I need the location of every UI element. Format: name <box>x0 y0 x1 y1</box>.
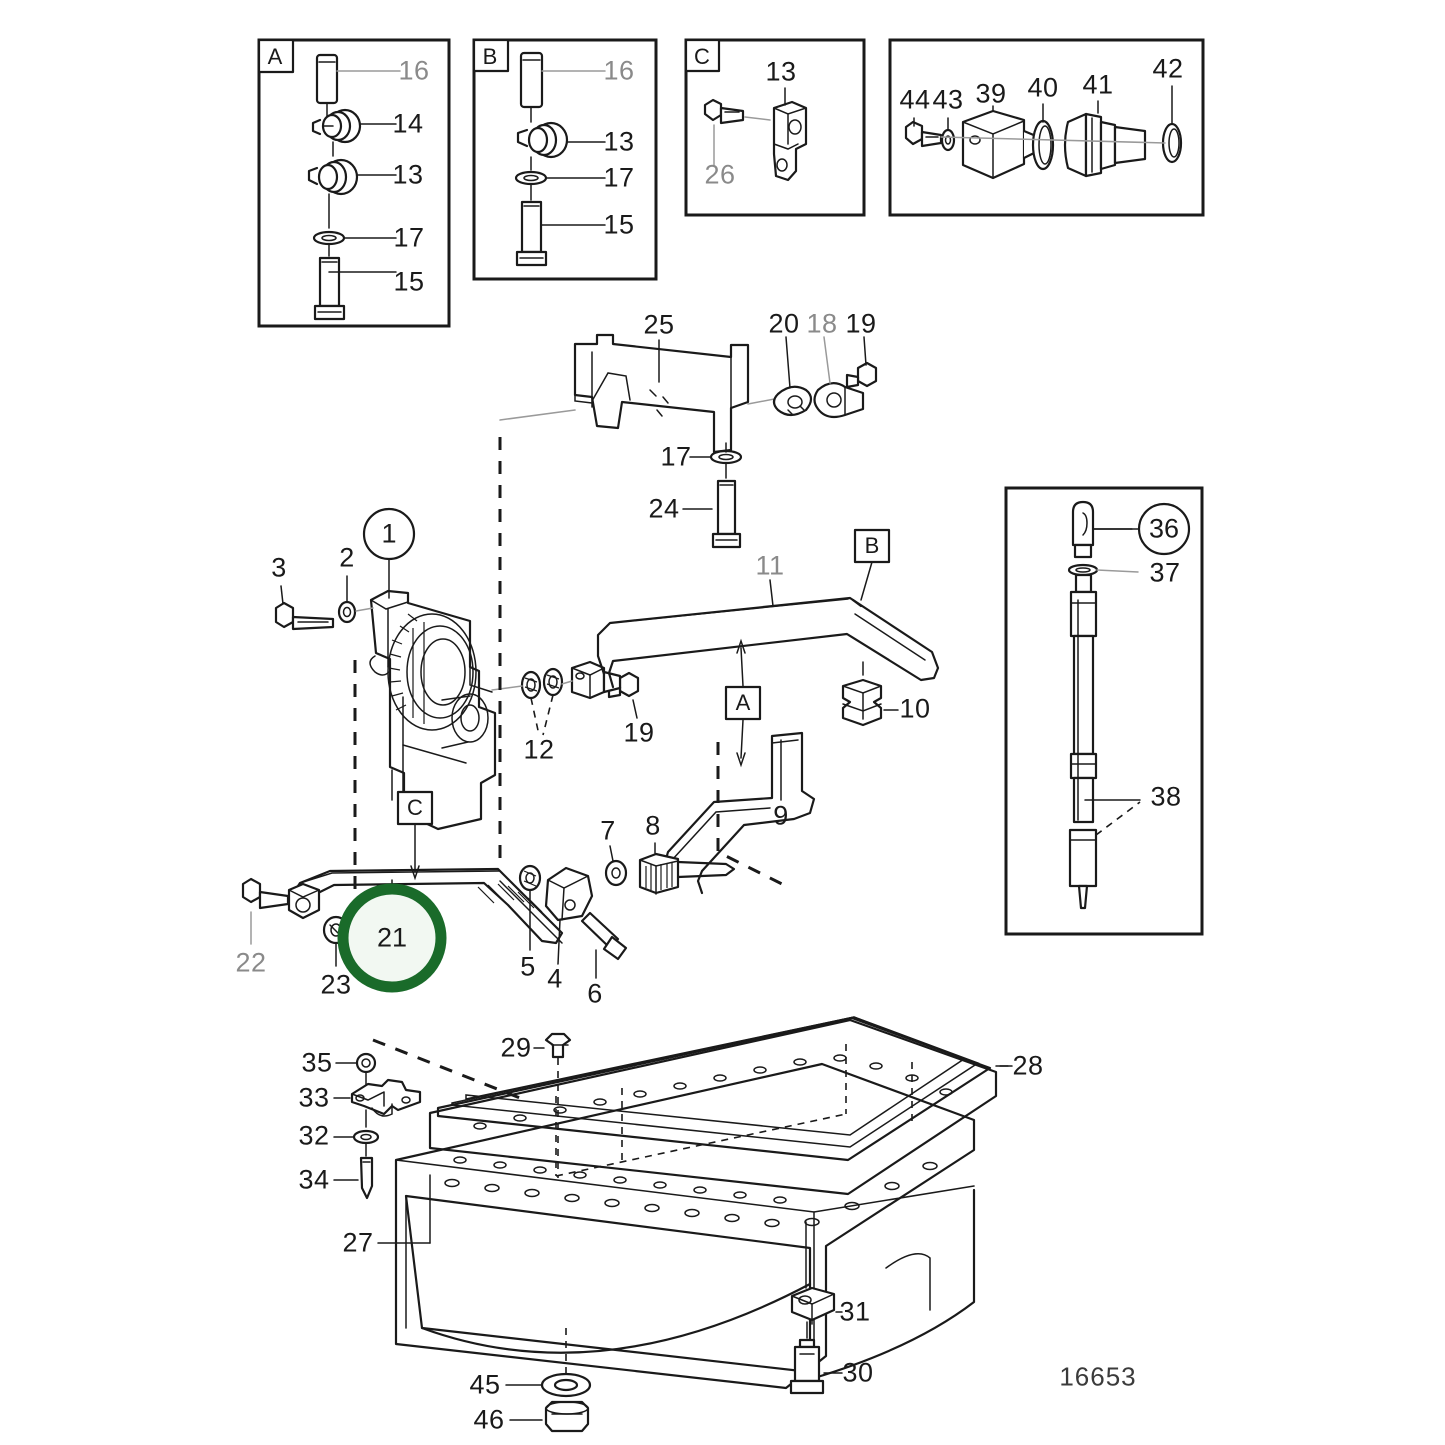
part-number-label: 27 <box>342 1227 374 1258</box>
part-number-label: 33 <box>298 1082 330 1113</box>
part-number-label: 10 <box>899 693 931 724</box>
part-number-label: 25 <box>643 309 675 340</box>
pipe-21 <box>241 864 628 979</box>
inset-panel-b <box>472 38 658 281</box>
part-number-label: 19 <box>845 308 877 339</box>
part-number-label: 40 <box>1027 72 1059 103</box>
part-number-label: 24 <box>648 493 680 524</box>
part-number-label: 19 <box>623 717 655 748</box>
part-number-label: 37 <box>1149 557 1181 588</box>
part-number-label: 29 <box>500 1032 532 1063</box>
highlight-circle-item-21 <box>337 883 447 993</box>
part-number-label: 42 <box>1152 53 1184 84</box>
inset-panel-oil-cooler <box>888 38 1205 217</box>
callout-box-tag: B <box>864 533 880 558</box>
inset-panel-c <box>684 38 866 217</box>
part-number-label: 8 <box>645 810 661 841</box>
part-number-label: 28 <box>1012 1050 1044 1081</box>
part-number-label: 18 <box>806 308 838 339</box>
part-number-label: 30 <box>842 1357 874 1388</box>
part-number-label: 11 <box>755 550 785 581</box>
part-29 <box>533 1032 572 1178</box>
inset-panel-tag: B <box>482 44 498 69</box>
part-number-label: 13 <box>392 159 424 190</box>
part-number-label: 3 <box>271 552 287 583</box>
part-number-label: 38 <box>1150 781 1182 812</box>
inset-panel-tag: C <box>694 44 710 69</box>
part-number-label: 46 <box>473 1404 505 1435</box>
part-number-label: 13 <box>765 56 797 87</box>
pipe-11 <box>596 561 940 689</box>
oil-pump-body <box>274 554 640 831</box>
part-number-label: 17 <box>603 162 635 193</box>
part-number-label: 14 <box>392 108 424 139</box>
part-number-label: 43 <box>932 84 964 115</box>
inset-panel-a <box>257 38 451 328</box>
circled-part-number: 36 <box>1148 513 1180 544</box>
circle-item-36 <box>1137 502 1191 556</box>
part-number-label: 12 <box>523 734 555 765</box>
part-number-label: 22 <box>235 947 267 978</box>
part-number-label: 16 <box>603 55 635 86</box>
part-number-label: 26 <box>704 159 736 190</box>
part-number-label: 4 <box>547 963 563 994</box>
part-number-label: 15 <box>603 209 635 240</box>
drawing-number: 16653 <box>1059 1361 1137 1392</box>
callout-box-tag: A <box>735 690 751 715</box>
callout-box-tag: C <box>407 795 423 820</box>
part-number-label: 31 <box>839 1296 871 1327</box>
part-number-label: 5 <box>520 951 536 982</box>
circled-part-number: 1 <box>381 518 397 549</box>
part-number-label: 44 <box>899 84 931 115</box>
part-number-label: 39 <box>975 78 1007 109</box>
pickup-bracket <box>333 1038 521 1200</box>
part-number-label: 2 <box>339 542 355 573</box>
part-number-label: 17 <box>660 441 692 472</box>
part-number-label: 45 <box>469 1369 501 1400</box>
part-number-label: 41 <box>1082 69 1114 100</box>
part-number-label: 7 <box>600 815 616 846</box>
circle-item-1 <box>362 507 416 561</box>
circled-part-number: 21 <box>376 922 408 953</box>
bracket-assembly <box>499 333 878 549</box>
part-number-label: 23 <box>320 969 352 1000</box>
part-number-label: 20 <box>768 308 800 339</box>
part-number-label: 15 <box>393 266 425 297</box>
oil-pan <box>377 1016 1013 1390</box>
inset-panel-tag: A <box>267 44 283 69</box>
dipstick-panel <box>1004 486 1204 936</box>
part-number-label: 13 <box>603 126 635 157</box>
part-number-label: 9 <box>773 800 789 831</box>
part-number-label: 17 <box>393 222 425 253</box>
drain-plug <box>789 1221 843 1395</box>
callout-leaders <box>396 528 891 881</box>
part-number-label: 32 <box>298 1120 330 1151</box>
part-number-label: 34 <box>298 1164 330 1195</box>
part-number-label: 6 <box>587 978 603 1009</box>
sump-plug <box>505 1328 592 1433</box>
part-number-label: 35 <box>301 1047 333 1078</box>
pipe-9 <box>604 661 899 895</box>
part-number-label: 16 <box>398 55 430 86</box>
